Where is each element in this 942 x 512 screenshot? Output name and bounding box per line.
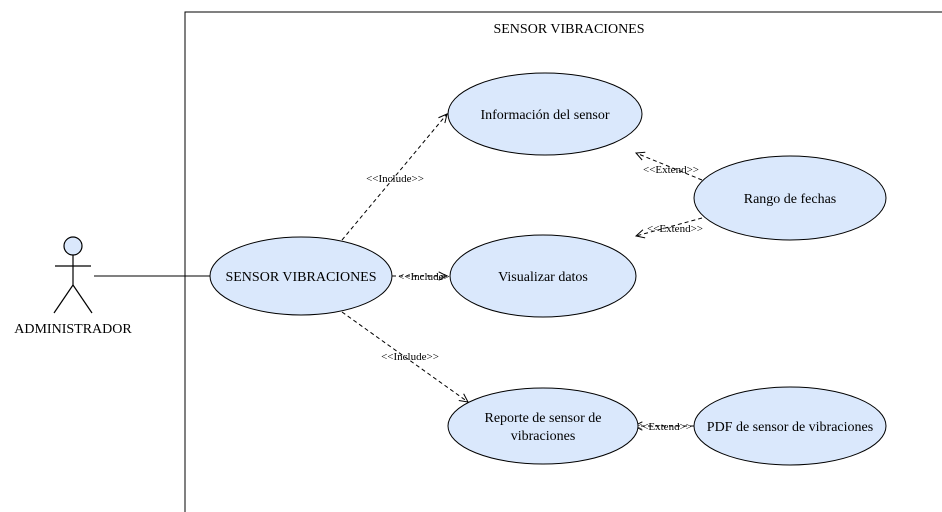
use-case-reporte-sensor[interactable]: Reporte de sensor de vibraciones xyxy=(447,387,639,465)
actor-head xyxy=(63,236,83,256)
include-label-visualizar: <<Include>> xyxy=(398,271,456,283)
use-case-label-line2: vibraciones xyxy=(511,429,576,444)
extend-label-reporte: <<Extend>> xyxy=(636,421,692,433)
include-label-info: <<Include>> xyxy=(366,173,424,185)
use-case-sensor-vibraciones[interactable]: SENSOR VIBRACIONES xyxy=(209,236,393,316)
actor-left-leg xyxy=(53,284,74,314)
use-case-label: SENSOR VIBRACIONES xyxy=(225,270,376,285)
use-case-informacion-sensor[interactable]: Información del sensor xyxy=(447,72,643,156)
include-arrow-reporte xyxy=(341,311,468,402)
use-case-visualizar-datos[interactable]: Visualizar datos xyxy=(449,234,637,318)
extend-arrow-visualizar xyxy=(636,217,703,236)
include-label-reporte: <<Include>> xyxy=(381,351,439,363)
actor-administrador[interactable]: ADMINISTRADOR xyxy=(14,236,132,337)
include-arrow-info xyxy=(341,114,447,241)
actor-right-leg xyxy=(72,284,93,314)
use-case-label: Visualizar datos xyxy=(498,270,588,285)
actor-label: ADMINISTRADOR xyxy=(14,322,132,337)
use-case-label: Información del sensor xyxy=(480,108,609,123)
use-case-label: Rango de fechas xyxy=(744,192,837,207)
extend-label-info: <<Extend>> xyxy=(643,164,699,176)
use-case-label: PDF de sensor de vibraciones xyxy=(707,420,873,435)
extend-arrow-info xyxy=(636,153,703,181)
extend-label-visualizar: <<Extend>> xyxy=(647,223,703,235)
system-boundary xyxy=(184,11,942,512)
use-case-rango-fechas[interactable]: Rango de fechas xyxy=(693,155,887,241)
use-case-label-line1: Reporte de sensor de xyxy=(484,411,601,426)
use-case-pdf-sensor[interactable]: PDF de sensor de vibraciones xyxy=(693,386,887,466)
system-title: SENSOR VIBRACIONES xyxy=(493,22,644,37)
